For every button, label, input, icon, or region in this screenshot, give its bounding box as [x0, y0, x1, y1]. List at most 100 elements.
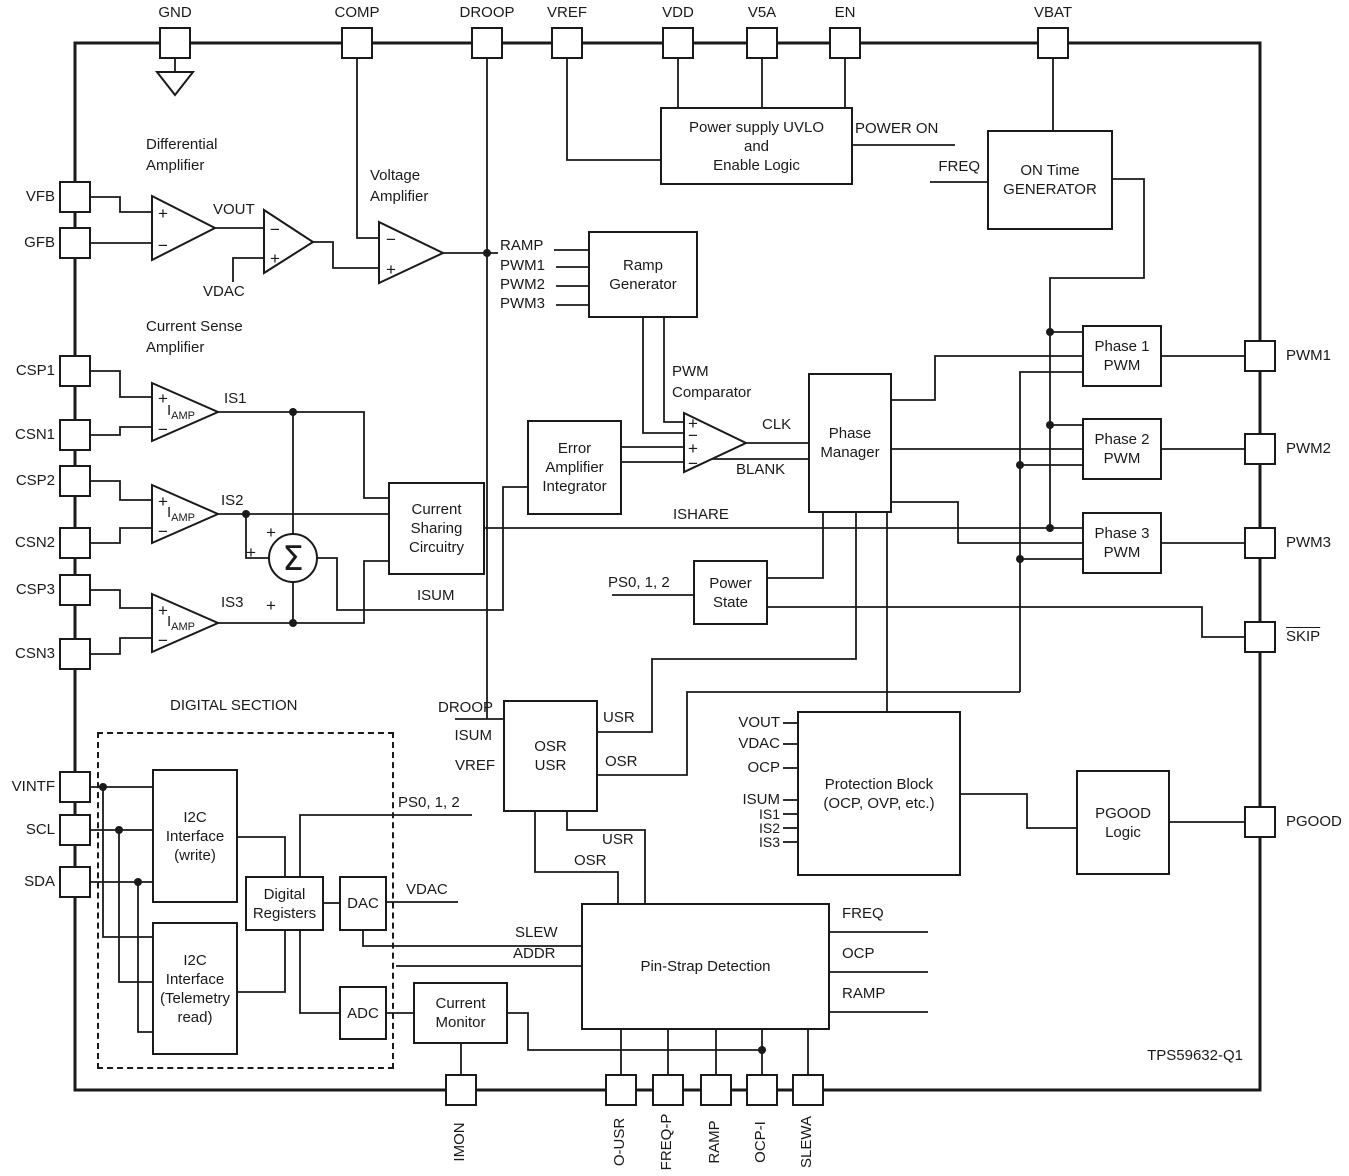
ground-icon	[154, 71, 196, 97]
label-vout-prot: VOUT	[738, 714, 780, 731]
current-sense-amp2-icon	[151, 483, 221, 545]
pin-label-o-usr: O-USR	[611, 1117, 628, 1167]
label-is1: IS1	[224, 390, 247, 407]
label-vdac-dac: VDAC	[406, 881, 448, 898]
label-isum-sum: ISUM	[417, 587, 455, 604]
header-pwm-comparator: PWM Comparator	[672, 363, 752, 401]
label-is3-prot: IS3	[758, 834, 780, 850]
pin-vfb	[59, 181, 91, 213]
label-usr-down: USR	[602, 831, 634, 848]
pin-csn1	[59, 419, 91, 451]
block-dac: DAC	[339, 876, 387, 931]
block-current-sharing: Current Sharing Circuitry	[388, 482, 485, 575]
iamp-main: I	[167, 504, 172, 521]
label-vref-osr: VREF	[454, 757, 495, 774]
svg-text:−: −	[158, 236, 168, 255]
iamp-main: I	[167, 613, 172, 630]
pin-label-csn3: CSN3	[14, 645, 55, 662]
pin-o-usr	[605, 1074, 637, 1106]
pin-csp2	[59, 465, 91, 497]
label-addr: ADDR	[513, 945, 556, 962]
svg-text:+: +	[266, 596, 276, 615]
pin-vdd	[662, 27, 694, 59]
pin-label-freq-p: FREQ-P	[658, 1113, 675, 1171]
label-pwm1-in: PWM1	[500, 257, 545, 274]
svg-text:+: +	[688, 439, 698, 458]
pin-label-scl: SCL	[25, 821, 55, 838]
pin-pwm2	[1244, 433, 1276, 465]
pin-label-vref: VREF	[546, 4, 587, 21]
pin-pgood	[1244, 806, 1276, 838]
digital-section-box	[97, 732, 394, 1069]
pin-csn3	[59, 638, 91, 670]
label-freq-pinstrap: FREQ	[842, 905, 884, 922]
current-sense-amp3-icon	[151, 592, 221, 654]
block-ramp-generator: Ramp Generator	[588, 231, 698, 318]
differential-amplifier-icon	[151, 194, 218, 262]
pin-label-droop: DROOP	[459, 4, 515, 21]
block-phase-manager: Phase Manager	[808, 373, 892, 513]
block-adc: ADC	[339, 986, 387, 1040]
svg-text:−: −	[158, 631, 168, 650]
pin-sda	[59, 866, 91, 898]
label-vdac-prot: VDAC	[738, 735, 780, 752]
pin-label-vintf: VINTF	[11, 778, 55, 795]
block-uvlo: Power supply UVLO and Enable Logic	[660, 107, 853, 185]
label-isum-osr: ISUM	[454, 727, 493, 744]
pin-scl	[59, 814, 91, 846]
block-phase1-pwm: Phase 1 PWM	[1082, 325, 1162, 387]
pin-label-csn2: CSN2	[14, 534, 55, 551]
svg-text:−: −	[688, 454, 698, 473]
svg-text:−: −	[158, 522, 168, 541]
svg-text:+: +	[246, 543, 256, 562]
pin-comp	[341, 27, 373, 59]
pin-label-pwm3: PWM3	[1286, 534, 1331, 551]
pin-label-sda: SDA	[24, 873, 55, 890]
pin-imon	[445, 1074, 477, 1106]
label-usr-out: USR	[603, 709, 635, 726]
pin-label-csp3: CSP3	[15, 581, 55, 598]
header-digital-section: DIGITAL SECTION	[170, 697, 298, 714]
block-digital-registers: Digital Registers	[245, 876, 324, 931]
label-vout: VOUT	[213, 201, 255, 218]
iamp-sub: AMP	[171, 410, 196, 422]
pin-vref	[551, 27, 583, 59]
header-current-sense-amplifier: Current Sense Amplifier	[146, 318, 243, 356]
label-osr-down: OSR	[574, 852, 607, 869]
label-ps012-powerstate: PS0, 1, 2	[608, 574, 670, 591]
block-pgood-logic: PGOOD Logic	[1076, 770, 1170, 875]
svg-text:−: −	[688, 426, 698, 445]
label-iamp-1: IAMP	[167, 403, 217, 424]
svg-text:−: −	[386, 230, 396, 249]
voltage-amplifier-icon	[378, 220, 446, 285]
vdac-summing-amplifier-icon	[263, 208, 315, 275]
block-pin-strap-detection: Pin-Strap Detection	[581, 903, 830, 1030]
pin-label-pwm1: PWM1	[1286, 347, 1331, 364]
pin-v5a	[746, 27, 778, 59]
label-vdac-amp: VDAC	[203, 283, 245, 300]
pin-label-ocp-i: OCP-I	[752, 1121, 769, 1163]
label-is1-prot: IS1	[758, 806, 780, 822]
label-osr-out: OSR	[605, 753, 638, 770]
pin-label-skip: SKIP	[1286, 628, 1321, 645]
pin-droop	[471, 27, 503, 59]
label-ocp-prot: OCP	[747, 759, 780, 776]
svg-text:+: +	[158, 601, 168, 620]
pin-label-en: EN	[834, 4, 856, 21]
label-iamp-2: IAMP	[167, 505, 217, 526]
svg-text:+: +	[158, 492, 168, 511]
label-freq-ontime: FREQ	[938, 158, 980, 175]
pin-gfb	[59, 227, 91, 259]
label-pwm2-in: PWM2	[500, 276, 545, 293]
pin-label-pgood: PGOOD	[1286, 813, 1342, 830]
pin-label-vdd: VDD	[662, 4, 694, 21]
svg-text:+: +	[270, 249, 280, 268]
block-power-state: Power State	[693, 560, 768, 625]
pin-label-vbat: VBAT	[1033, 4, 1073, 21]
label-is2-prot: IS2	[758, 820, 780, 836]
label-is3: IS3	[221, 594, 244, 611]
label-isum-prot: ISUM	[742, 791, 781, 808]
label-ramp-pinstrap: RAMP	[842, 985, 886, 1002]
